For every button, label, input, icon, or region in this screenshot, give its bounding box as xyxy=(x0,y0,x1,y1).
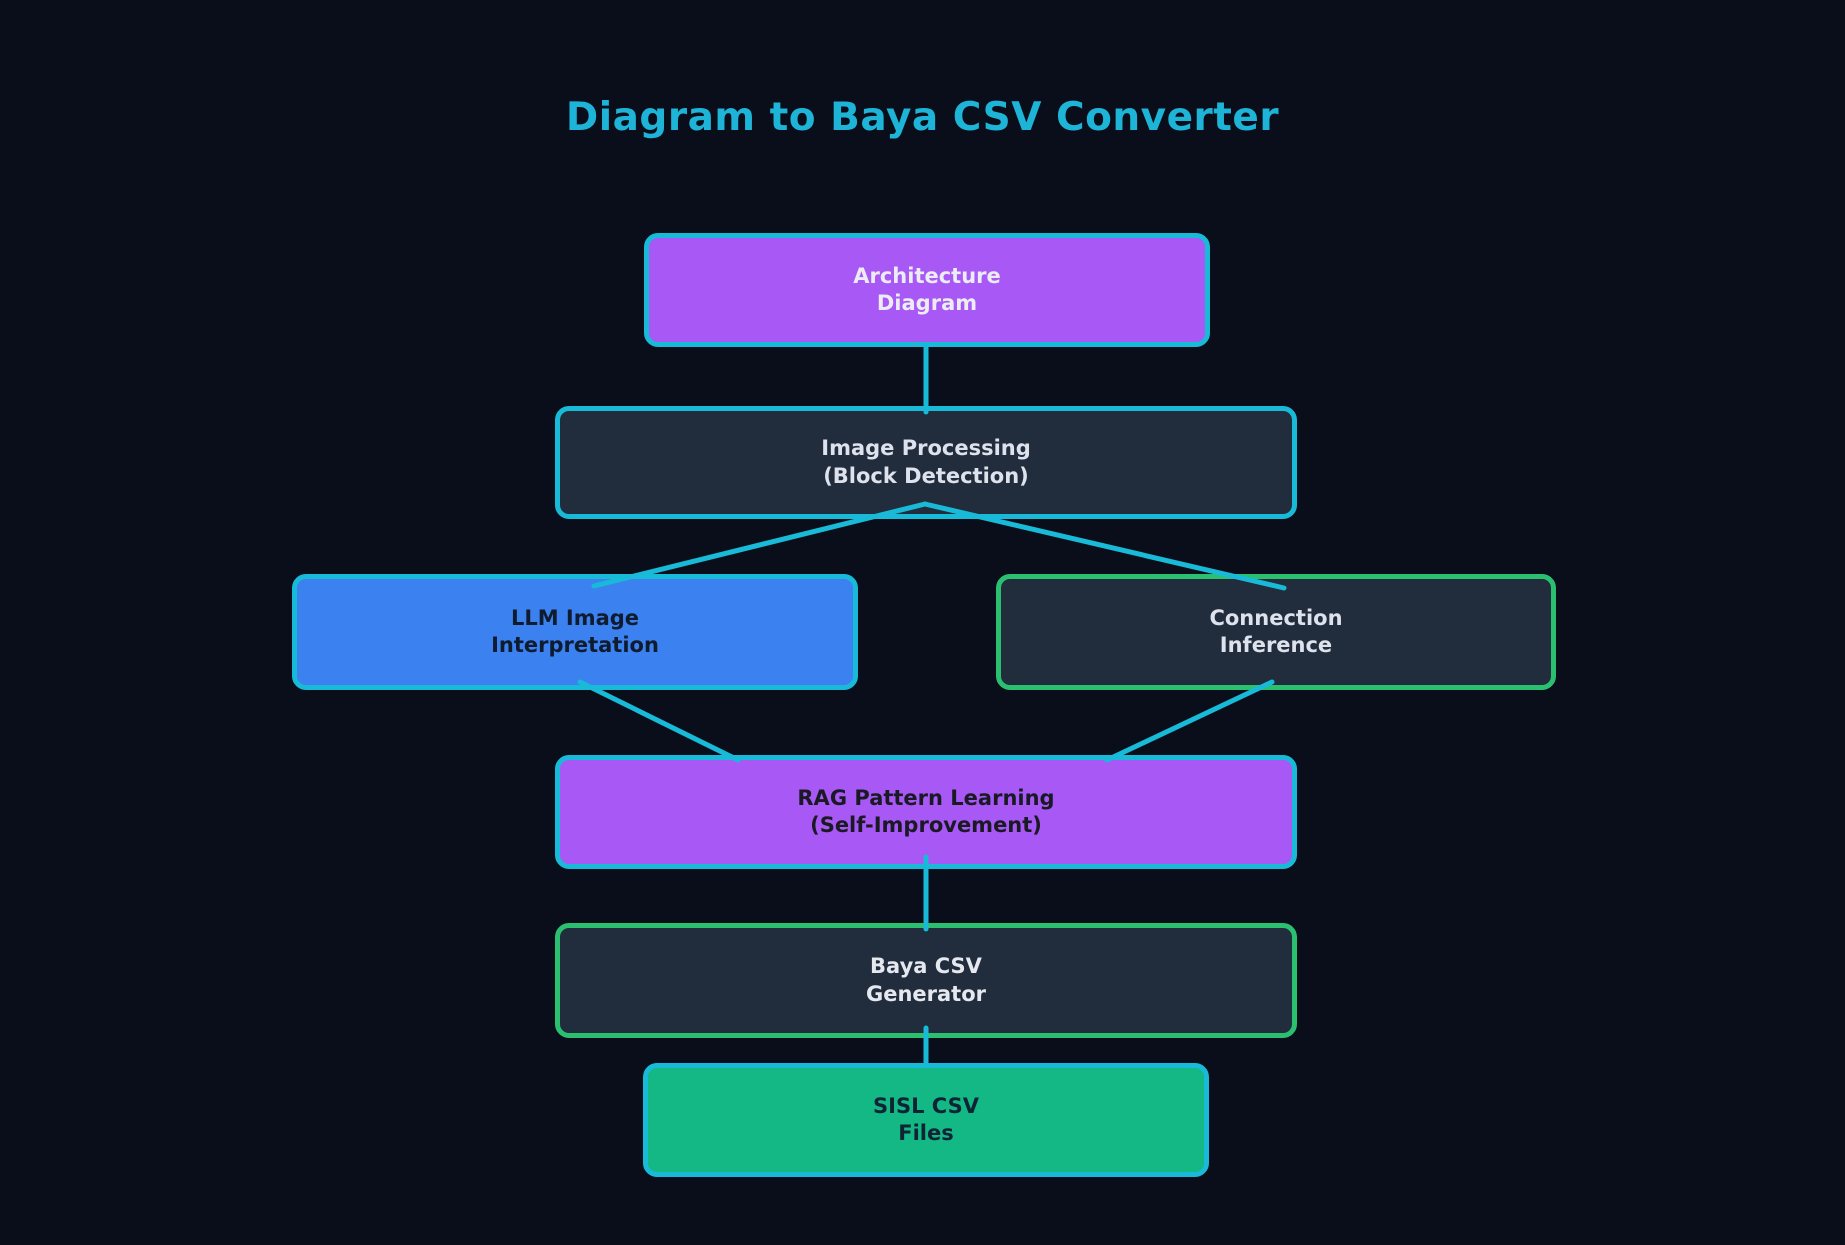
node-architecture-diagram: Architecture Diagram xyxy=(644,233,1210,347)
node-rag-pattern-learning: RAG Pattern Learning (Self-Improvement) xyxy=(555,755,1297,869)
node-architecture-diagram-label-line2: Diagram xyxy=(876,291,978,315)
node-baya-csv-generator: Baya CSV Generator xyxy=(555,923,1297,1038)
node-rag-pattern-learning-label-line2: (Self-Improvement) xyxy=(810,813,1042,837)
node-connection-inference-label-line2: Inference xyxy=(1219,633,1333,657)
node-rag-pattern-learning-label-line1: RAG Pattern Learning xyxy=(797,785,1055,810)
node-sisl-csv-files-label-line2: Files xyxy=(898,1121,954,1145)
node-connection-inference-label-line1: Connection xyxy=(1209,605,1343,630)
node-image-processing-label-line1: Image Processing xyxy=(821,436,1031,461)
connector-connection-inference-to-rag-learning xyxy=(1104,679,1275,763)
node-sisl-csv-files: SISL CSV Files xyxy=(643,1063,1209,1177)
node-image-processing: Image Processing (Block Detection) xyxy=(555,406,1297,519)
node-image-processing-label-line2: (Block Detection) xyxy=(823,463,1029,488)
node-connection-inference: Connection Inference xyxy=(996,574,1556,690)
node-sisl-csv-files-label-line1: SISL CSV xyxy=(873,1093,979,1118)
node-llm-image-interpretation: LLM Image Interpretation xyxy=(292,574,858,690)
diagram-title: Diagram to Baya CSV Converter xyxy=(565,95,1280,140)
node-baya-csv-generator-label-line1: Baya CSV xyxy=(870,954,982,979)
connector-llm-interpretation-to-rag-learning xyxy=(577,679,741,763)
node-llm-image-interpretation-label-line2: Interpretation xyxy=(491,633,659,657)
node-architecture-diagram-label-line1: Architecture xyxy=(853,263,1001,288)
node-baya-csv-generator-label-line2: Generator xyxy=(865,981,987,1006)
node-llm-image-interpretation-label-line1: LLM Image xyxy=(510,605,640,630)
